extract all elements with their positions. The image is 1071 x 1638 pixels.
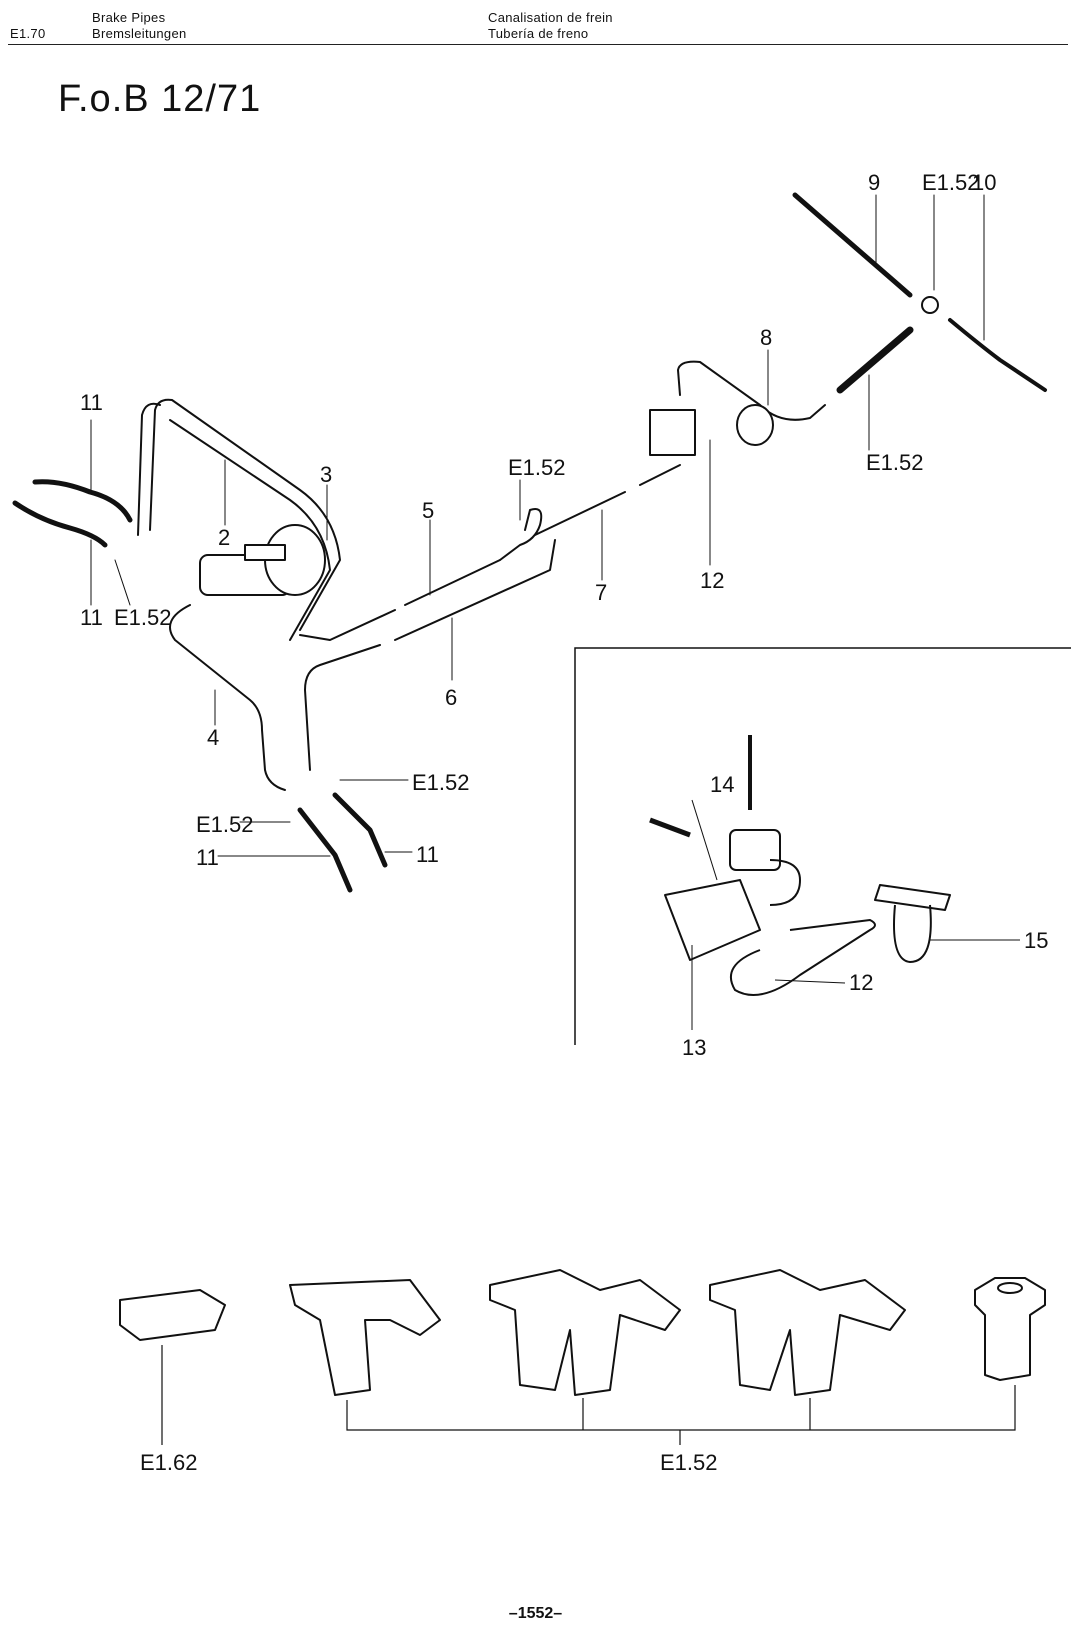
hose-11a	[32, 479, 133, 523]
pipe-7b	[639, 464, 681, 486]
callout-11-a: 11	[80, 390, 103, 415]
title-de: Bremsleitungen	[92, 26, 187, 41]
pipe-5b	[404, 559, 501, 606]
pipe-6a	[304, 644, 381, 771]
callout-e152-d: E1.52	[866, 450, 924, 475]
pipe-2c	[169, 419, 331, 641]
pipe-4	[169, 604, 286, 791]
callout-11-c: 11	[196, 845, 219, 870]
pipe-5a	[299, 609, 396, 641]
valve-12	[649, 409, 696, 456]
callout-13: 13	[682, 1035, 706, 1060]
clip-e162	[119, 1289, 226, 1341]
t-union	[921, 296, 939, 314]
hose-e152	[836, 326, 914, 394]
hose-11d	[332, 792, 388, 868]
valve-detail	[729, 829, 781, 871]
clip-15	[874, 884, 951, 911]
callout-6: 6	[445, 685, 457, 710]
title-es: Tubería de freno	[488, 26, 589, 41]
hose-9	[792, 192, 913, 298]
callout-e152-c: E1.52	[922, 170, 980, 195]
callout-9: 9	[868, 170, 880, 195]
pipe-5c	[499, 508, 543, 561]
callout-15: 15	[1024, 928, 1048, 953]
callout-7: 7	[595, 580, 607, 605]
callout-11-b: 11	[80, 605, 103, 630]
callout-e162: E1.62	[140, 1450, 198, 1475]
inset-frame	[574, 647, 1071, 1045]
callout-11-d: 11	[416, 842, 439, 867]
pipe-10	[948, 318, 1047, 392]
title-en: Brake Pipes	[92, 10, 166, 25]
callout-5: 5	[422, 498, 434, 523]
callout-10: 10	[972, 170, 996, 195]
pipe-8	[677, 360, 826, 421]
hose-11b	[12, 500, 108, 548]
callout-12-b: 12	[849, 970, 873, 995]
header-rule	[8, 44, 1068, 45]
callout-4: 4	[207, 725, 219, 750]
page-title: F.o.B 12/71	[58, 78, 262, 120]
callout-2: 2	[218, 525, 230, 550]
clip-2	[489, 1269, 681, 1396]
callout-e152-f: E1.52	[196, 812, 254, 837]
pipe-6b	[394, 539, 556, 641]
clip-3	[709, 1269, 906, 1396]
section-code: E1.70	[10, 26, 46, 41]
hose-11c	[297, 807, 353, 893]
callout-14: 14	[710, 772, 734, 797]
callout-e152-a: E1.52	[114, 605, 172, 630]
callout-8: 8	[760, 325, 772, 350]
callout-e152-g: E1.52	[660, 1450, 718, 1475]
bracket-13	[664, 879, 761, 961]
callout-e152-e: E1.52	[412, 770, 470, 795]
pipe-7a	[534, 491, 626, 536]
page-number: –1552–	[508, 1605, 563, 1622]
clip-1	[289, 1279, 441, 1396]
pipe-2b	[137, 402, 161, 536]
callout-12-a: 12	[700, 568, 724, 593]
callout-3: 3	[320, 462, 332, 487]
lever-12	[729, 919, 876, 996]
union-nut	[974, 1277, 1046, 1381]
title-fr: Canalisation de frein	[488, 10, 613, 25]
callout-e152-b: E1.52	[508, 455, 566, 480]
